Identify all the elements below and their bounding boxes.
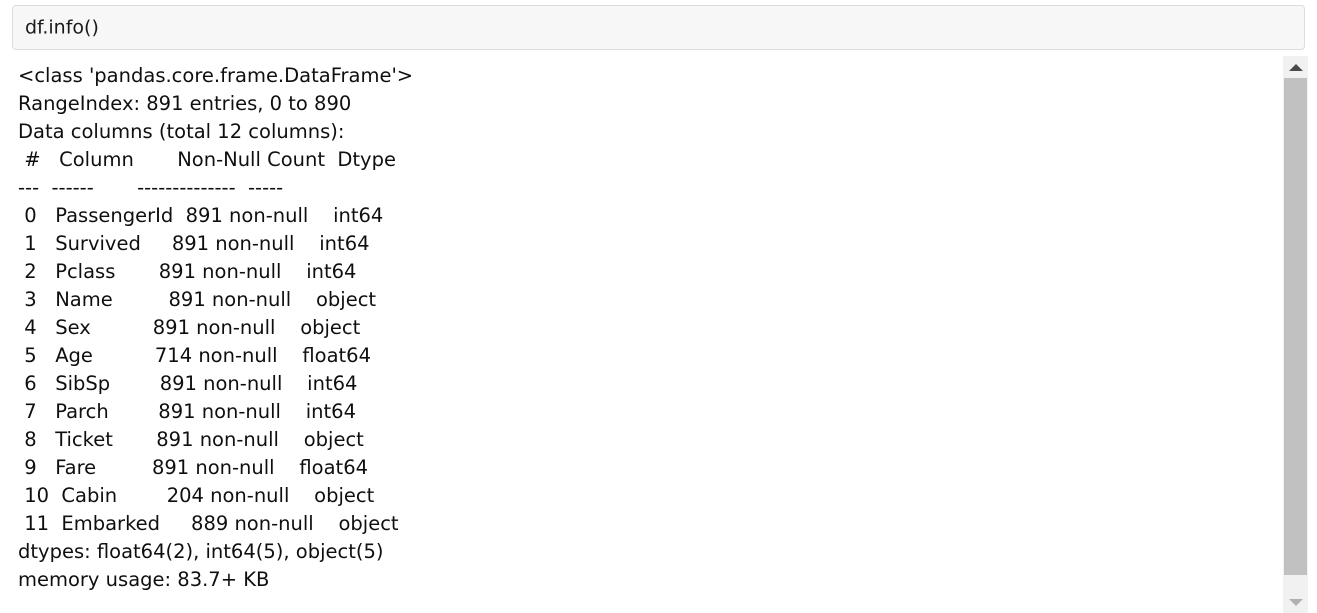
code-input-text[interactable]: df.info(): [25, 16, 99, 38]
triangle-up-icon: [1288, 63, 1303, 71]
scroll-down-button[interactable]: [1283, 591, 1308, 613]
triangle-down-icon: [1288, 598, 1303, 606]
code-input-cell[interactable]: df.info(): [12, 5, 1305, 50]
dataframe-info-output: <class 'pandas.core.frame.DataFrame'> Ra…: [18, 64, 414, 591]
scroll-up-button[interactable]: [1283, 56, 1308, 78]
scrollbar-track[interactable]: [1283, 78, 1308, 591]
scrollbar-thumb[interactable]: [1284, 78, 1307, 575]
code-output-area: <class 'pandas.core.frame.DataFrame'> Ra…: [0, 56, 1281, 613]
output-vertical-scrollbar[interactable]: [1283, 56, 1308, 613]
